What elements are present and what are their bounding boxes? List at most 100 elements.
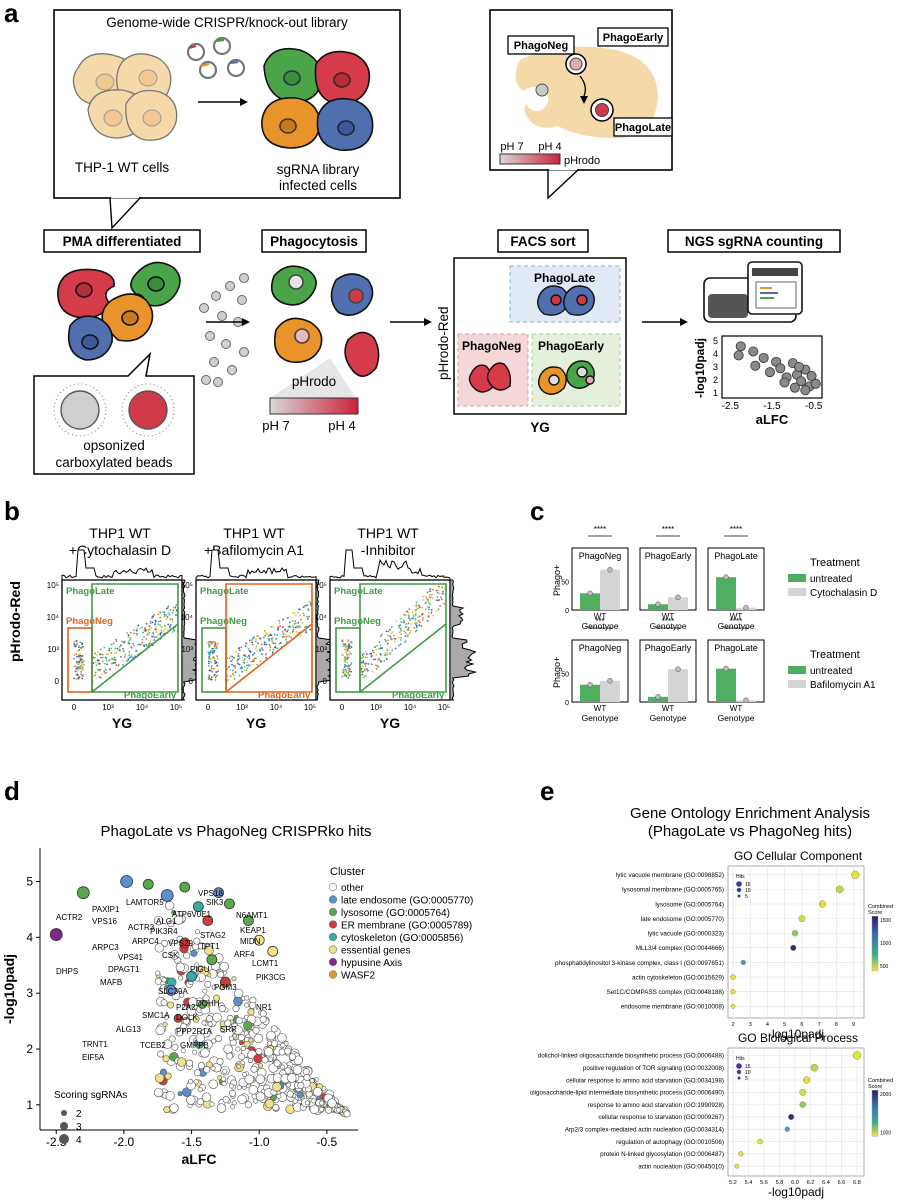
facs-event — [414, 619, 417, 622]
d-hit-point — [173, 1013, 183, 1023]
facs-event — [409, 629, 412, 632]
facs-event — [248, 664, 250, 667]
facs-event — [209, 649, 212, 652]
facs-event — [76, 655, 78, 658]
facs-event — [99, 648, 102, 651]
facs-event — [435, 599, 438, 601]
facs-event — [216, 655, 219, 657]
facs-event — [344, 651, 347, 654]
facs-event — [75, 644, 77, 646]
facs-event — [417, 616, 420, 618]
facs-event — [297, 626, 300, 629]
gene-label: ARPC3 — [92, 943, 119, 952]
facs-event — [399, 631, 401, 634]
facs-event — [425, 601, 428, 604]
d-point — [244, 995, 250, 1001]
facs-event — [237, 652, 240, 655]
facs-ytick: 10⁴ — [181, 613, 194, 622]
facs-event — [389, 635, 392, 638]
mini-ytick: 2 — [713, 375, 718, 385]
gene-label: SMC1A — [142, 1011, 170, 1020]
facs-event — [281, 630, 284, 633]
facs-event — [81, 659, 84, 662]
facs-event — [342, 645, 345, 648]
facs-event — [103, 670, 106, 673]
legend-treated: Bafilomycin A1 — [810, 680, 876, 691]
d-point — [215, 1034, 223, 1042]
facs-event — [252, 636, 255, 639]
gene-label: DHPS — [56, 967, 78, 976]
d-legend-label: essential genes — [341, 946, 411, 957]
facs-event — [346, 646, 349, 649]
facs-event — [108, 647, 111, 650]
facs-event — [345, 671, 348, 674]
facs-ytick: 10⁵ — [315, 581, 327, 590]
d-point — [292, 1065, 303, 1075]
x-genotype: Genotype — [718, 621, 755, 631]
d-point — [162, 1021, 168, 1027]
mini-ytick: 1 — [713, 388, 718, 398]
facs-event — [165, 618, 168, 621]
facs-event — [213, 673, 216, 676]
facs-event — [110, 662, 113, 665]
facs-event — [286, 617, 289, 619]
d-point — [155, 970, 161, 976]
d-legend-dot — [328, 907, 338, 917]
facs-ytick: 10³ — [181, 645, 193, 654]
go-cc-dot — [730, 989, 736, 995]
facs-event — [73, 654, 76, 657]
mini-ytick: 4 — [713, 349, 718, 359]
facs-event — [95, 654, 98, 657]
gate-early — [225, 583, 313, 693]
facs-event — [215, 644, 218, 647]
d-point — [257, 1063, 263, 1069]
facs-event — [81, 661, 84, 664]
d-point — [309, 1104, 320, 1115]
facs-event — [104, 669, 107, 671]
facs-event — [383, 659, 386, 662]
facs-event — [75, 670, 77, 673]
facs-event — [429, 590, 431, 593]
facs-event — [381, 647, 384, 649]
facs-event — [229, 668, 232, 671]
d-point — [284, 1047, 292, 1055]
facs-event — [139, 627, 142, 630]
facs-event — [408, 608, 411, 611]
gene-label: VPS16 — [92, 917, 117, 926]
go-bp-xtick: 6.4 — [822, 1180, 830, 1186]
go-cc-dot — [835, 885, 844, 894]
go-bp-dot — [788, 1113, 795, 1120]
mini-point — [794, 361, 805, 372]
facs-event — [404, 635, 407, 638]
beads-label-2: carboxylated beads — [55, 455, 172, 470]
facs-event — [270, 626, 273, 629]
x-tick-wt: WT — [594, 612, 607, 621]
facs-event — [428, 602, 431, 604]
facs-event — [304, 604, 306, 607]
d-point — [188, 1078, 194, 1084]
facs-event — [250, 660, 253, 663]
facs-event — [291, 630, 294, 633]
facs-event — [379, 644, 382, 647]
facs-event — [378, 657, 381, 660]
go-bp-term: dolichol-linked oligosaccharide biosynth… — [538, 1053, 724, 1060]
facs-event — [437, 585, 440, 588]
facs-event — [402, 613, 405, 616]
facs-event — [244, 645, 247, 648]
facs-event — [73, 657, 76, 660]
d-hit-point — [206, 954, 218, 966]
facs-event — [345, 658, 347, 661]
floating-beads — [199, 273, 249, 387]
inset-ph4: pH 4 — [538, 141, 561, 153]
d-point — [233, 1025, 243, 1035]
facs-event — [363, 674, 366, 677]
facs-event — [364, 665, 367, 668]
facs-event — [248, 657, 251, 660]
facs-event — [346, 661, 349, 664]
d-point — [244, 1036, 250, 1042]
facs-event — [412, 615, 415, 617]
facs-event — [289, 616, 292, 619]
facs-event — [233, 664, 235, 667]
facs-event — [129, 656, 131, 659]
facs-event — [213, 645, 216, 648]
